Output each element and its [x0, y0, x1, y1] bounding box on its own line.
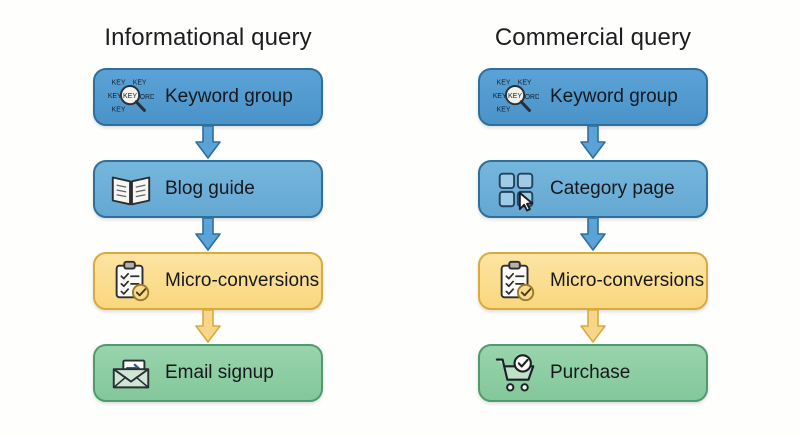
- node-label: Category page: [550, 178, 675, 199]
- clipboard-check-icon: [500, 260, 535, 302]
- column-commercial-query: Commercial query KEY KEY KEY ORD KEY KEY…: [423, 0, 763, 436]
- node-email-signup[interactable]: Email signup: [93, 344, 323, 402]
- node-micro-conversions-commercial[interactable]: Micro-conversions: [478, 252, 708, 310]
- node-label: Email signup: [165, 362, 274, 383]
- node-blog-guide[interactable]: Blog guide: [93, 160, 323, 218]
- arrow-keyword-to-category: [580, 126, 606, 159]
- svg-text:KEY: KEY: [133, 80, 147, 87]
- node-micro-conversions-informational[interactable]: Micro-conversions: [93, 252, 323, 310]
- svg-text:KEY: KEY: [497, 106, 511, 113]
- svg-text:ORD: ORD: [525, 94, 539, 101]
- node-category-page[interactable]: Category page: [478, 160, 708, 218]
- svg-text:KEY: KEY: [508, 92, 522, 100]
- svg-text:KEY: KEY: [518, 80, 532, 87]
- node-keyword-group-commercial[interactable]: KEY KEY KEY ORD KEY KEY Keyword group: [478, 68, 708, 126]
- column-informational-query: Informational query KEY KEY KEY ORD KEY …: [38, 0, 378, 436]
- arrow-microconversions-to-email: [195, 310, 221, 343]
- node-label: Purchase: [550, 362, 631, 383]
- svg-text:ORD: ORD: [140, 94, 154, 101]
- node-label: Micro-conversions: [165, 270, 320, 291]
- svg-text:KEY: KEY: [493, 93, 507, 100]
- svg-text:KEY: KEY: [112, 80, 126, 87]
- svg-text:KEY: KEY: [497, 80, 511, 87]
- svg-text:KEY: KEY: [108, 93, 122, 100]
- keyword-magnifier-icon: KEY KEY KEY ORD KEY KEY: [493, 80, 539, 114]
- cart-check-icon: [495, 354, 535, 392]
- arrow-blog-to-microconversions: [195, 218, 221, 251]
- node-label: Blog guide: [165, 178, 255, 199]
- open-book-icon: [111, 176, 151, 206]
- column-title-commercial: Commercial query: [494, 24, 692, 51]
- svg-text:KEY: KEY: [112, 106, 126, 113]
- arrow-category-to-microconversions: [580, 218, 606, 251]
- grid-cursor-icon: [498, 172, 534, 212]
- arrow-microconversions-to-purchase: [580, 310, 606, 343]
- node-keyword-group-informational[interactable]: KEY KEY KEY ORD KEY KEY Keyword group: [93, 68, 323, 126]
- node-purchase[interactable]: Purchase: [478, 344, 708, 402]
- keyword-magnifier-icon: KEY KEY KEY ORD KEY KEY: [108, 80, 154, 114]
- svg-text:KEY: KEY: [123, 92, 137, 100]
- node-label: Micro-conversions: [550, 270, 705, 291]
- node-label: Keyword group: [165, 86, 293, 107]
- clipboard-check-icon: [115, 260, 150, 302]
- node-label: Keyword group: [550, 86, 678, 107]
- arrow-keyword-to-blog: [195, 126, 221, 159]
- column-title-informational: Informational query: [104, 24, 312, 51]
- envelope-arrow-icon: [112, 359, 150, 389]
